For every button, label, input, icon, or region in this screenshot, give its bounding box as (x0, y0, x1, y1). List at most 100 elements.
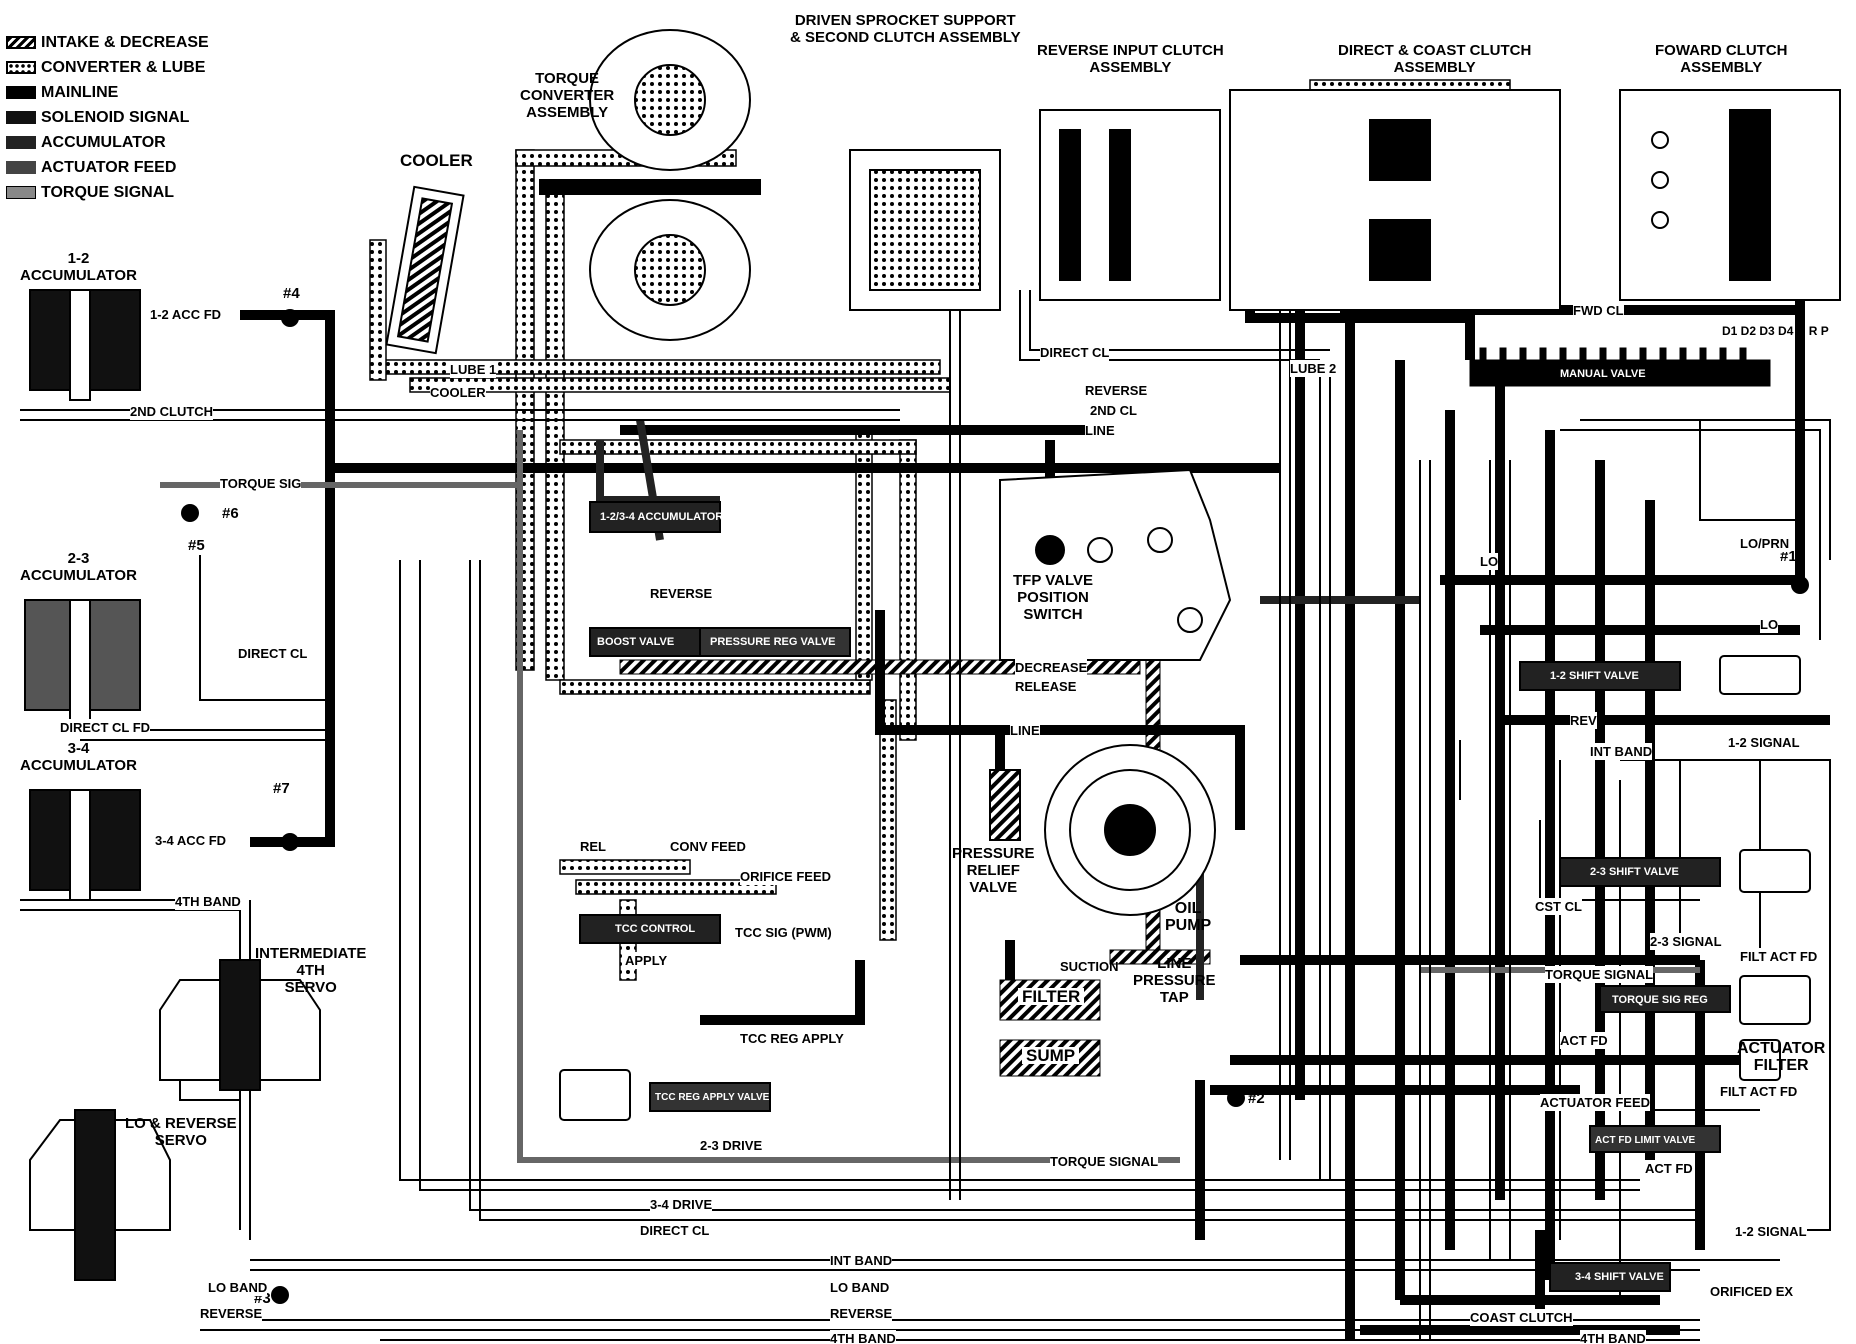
orificed-ex-label: ORIFICED EX (1710, 1283, 1794, 1300)
torque-converter-body (539, 29, 761, 341)
signal-12-bottom-label: 1-2 SIGNAL (1735, 1223, 1807, 1240)
acc34-fd-label: 3-4 ACC FD (155, 832, 227, 849)
reverse-top-label: REVERSE (1085, 382, 1148, 399)
lube1-label: LUBE 1 (450, 361, 497, 378)
legend-item-solenoid: SOLENOID SIGNAL (6, 105, 209, 130)
valve-bodies (579, 501, 1731, 1292)
title-line: ACCUMULATOR (20, 757, 137, 774)
legend-label: ACTUATOR FEED (41, 158, 177, 176)
rel-label: REL (580, 838, 606, 855)
line-top-label: LINE (1085, 422, 1115, 439)
apply-label: APPLY (625, 952, 668, 969)
legend-item-accumulator: ACCUMULATOR (6, 130, 209, 155)
manual-valve-label: MANUAL VALVE (1560, 368, 1646, 380)
legend-label: TORQUE SIGNAL (41, 183, 175, 201)
int-band-label: INT BAND (830, 1252, 893, 1269)
rev-label: REV (1570, 712, 1597, 729)
torque-signal-lines (160, 430, 1700, 1163)
torque-signal-right-label: TORQUE SIGNAL (1545, 966, 1654, 983)
act-fd-label: ACT FD (1560, 1032, 1608, 1049)
title-line: 3-4 (67, 740, 90, 757)
acc12-fd-label: 1-2 ACC FD (150, 306, 222, 323)
title-line: ASSEMBLY (1393, 59, 1476, 76)
checkball-2-label: #2 (1248, 1090, 1265, 1107)
torque-swatch-icon (6, 186, 36, 199)
title-line: LINE (1157, 955, 1192, 972)
cst-cl-label: CST CL (1535, 898, 1582, 915)
title-line: 2-3 (67, 550, 90, 567)
line-mid-label: LINE (1010, 722, 1040, 739)
title-line: SWITCH (1023, 606, 1083, 623)
title-line: POSITION (1017, 589, 1089, 606)
drive-23-label: 2-3 DRIVE (700, 1137, 763, 1154)
drive-34-label: 3-4 DRIVE (650, 1196, 713, 1213)
boost-valve-label: BOOST VALVE (597, 636, 675, 648)
clutch-assembly-bodies (849, 89, 1841, 311)
legend: INTAKE & DECREASE CONVERTER & LUBE MAINL… (6, 30, 209, 205)
lo-label: LO (1480, 553, 1499, 570)
title-line: ASSEMBLY (1089, 59, 1172, 76)
pressure-reg-valve-label: PRESSURE REG VALVE (710, 636, 836, 648)
legend-label: ACCUMULATOR (41, 133, 166, 151)
title-line: PRESSURE (1133, 972, 1216, 989)
fourth-band-right-label: 4TH BAND (1580, 1330, 1646, 1344)
mainline-lines (240, 200, 1830, 1340)
orifice-feed-label: ORIFICE FEED (740, 868, 832, 885)
checkball-4-label: #4 (283, 285, 300, 302)
shift-34-valve-label: 3-4 SHIFT VALVE (1575, 1271, 1664, 1283)
title-line: TAP (1159, 989, 1189, 1006)
reverse-bottom-left-label: REVERSE (200, 1305, 263, 1322)
direct-cl-bottom-label: DIRECT CL (640, 1222, 710, 1239)
torque-sig-label: TORQUE SIG (220, 475, 302, 492)
servo-bodies (29, 959, 321, 1281)
accumulator-124-label: 1-2/3-4 ACCUMULATOR (600, 511, 724, 523)
intake-swatch-icon (6, 36, 36, 49)
legend-item-mainline: MAINLINE (6, 80, 209, 105)
signal-12-label: 1-2 SIGNAL (1728, 734, 1800, 751)
title-line: TFP VALVE (1013, 572, 1094, 589)
lube2-label: LUBE 2 (1290, 360, 1337, 377)
title-line: PRESSURE (952, 845, 1035, 862)
fourth-band-label: 4TH BAND (175, 893, 241, 910)
legend-item-torque: TORQUE SIGNAL (6, 180, 209, 205)
title-line: ASSEMBLY (1680, 59, 1763, 76)
solenoid-bodies (559, 655, 1811, 1121)
legend-label: INTAKE & DECREASE (41, 33, 209, 51)
legend-item-actuator: ACTUATOR FEED (6, 155, 209, 180)
checkball-symbols (181, 309, 1809, 1304)
title-line: RELIEF (966, 862, 1020, 879)
tfp-valve-body (999, 468, 1232, 661)
tcc-reg-apply-valve-label: TCC REG APPLY VALVE (655, 1092, 770, 1103)
solenoid-swatch-icon (6, 111, 36, 124)
gear-positions-label: D1 D2 D3 D4 N R P (1722, 324, 1829, 338)
sump-title: SUMP (1022, 1047, 1080, 1064)
title-line: DIRECT & COAST CLUTCH (1338, 42, 1532, 59)
title-line: ACCUMULATOR (20, 567, 137, 584)
act-fd-bottom-label: ACT FD (1645, 1160, 1693, 1177)
title-line: & SECOND CLUTCH ASSEMBLY (790, 29, 1021, 46)
torque-signal-bottom-label: TORQUE SIGNAL (1050, 1153, 1159, 1170)
direct-cl-fd-label: DIRECT CL FD (60, 719, 151, 736)
legend-item-converter: CONVERTER & LUBE (6, 55, 209, 80)
signal-23-label: 2-3 SIGNAL (1650, 933, 1722, 950)
title-line: 4TH (296, 962, 325, 979)
lo-right-label: LO (1760, 616, 1779, 633)
title-line: SERVO (284, 979, 337, 996)
filter-title: FILTER (1018, 988, 1085, 1005)
conv-feed-label: CONV FEED (670, 838, 746, 855)
cooler-passage-label: COOLER (430, 384, 486, 401)
title-line: VALVE (969, 879, 1018, 896)
oil-pump-body (1044, 744, 1216, 916)
title-line: ACCUMULATOR (20, 267, 137, 284)
checkball-6-label: #6 (222, 505, 239, 522)
accumulator-swatch-icon (6, 136, 36, 149)
pressure-relief-body (989, 769, 1021, 841)
